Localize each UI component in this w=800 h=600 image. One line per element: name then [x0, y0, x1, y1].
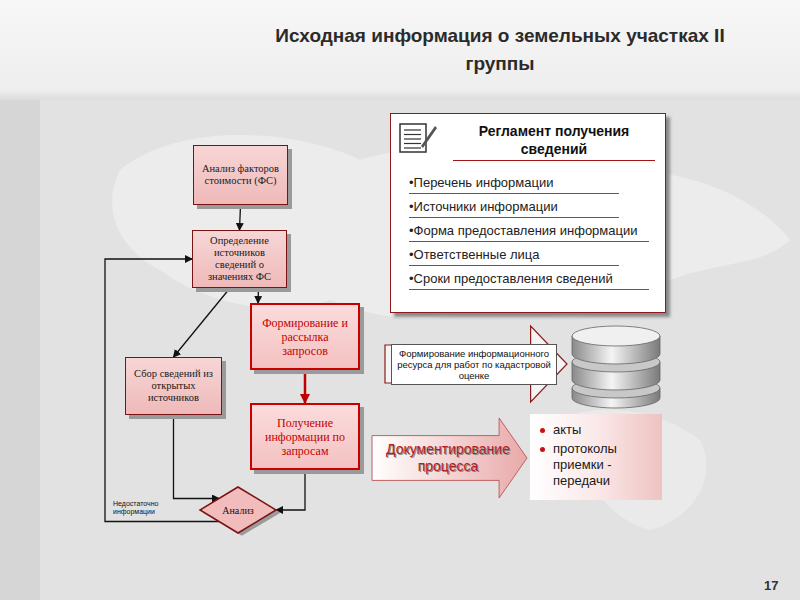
box-label: Сбор сведений из открытых источников	[131, 368, 216, 404]
database-cylinder	[572, 326, 660, 408]
process-box: Анализ факторов стоимости (ФС)	[193, 145, 288, 205]
bullet-dot	[540, 428, 545, 433]
regulation-panel: Регламент получения сведений •Перечень ин…	[390, 113, 666, 313]
box-label: Получение информации по запросам	[258, 416, 352, 458]
bullet-item: акты	[553, 422, 581, 438]
connector	[304, 370, 307, 403]
diamond-label: Анализ	[222, 505, 253, 516]
bullet-item: •Перечень информации	[409, 175, 619, 194]
bullet-row: акты	[540, 422, 654, 438]
loop-note: Недостаточно информации	[113, 500, 167, 516]
panel-heading: Регламент получения сведений	[453, 122, 655, 161]
bullet-item: протоколы приемки - передачи	[553, 441, 654, 489]
connector	[257, 288, 259, 303]
arrow-label: Документирование процесса	[378, 441, 518, 475]
decision-diamond: Анализ	[200, 487, 276, 533]
block-arrow: Документирование процесса	[372, 418, 527, 498]
block-arrow: Формирование информационного ресурса для…	[385, 326, 567, 402]
bullet-dot	[540, 447, 545, 452]
connector	[174, 288, 231, 357]
box-label: Определение источников сведений о значен…	[198, 235, 281, 283]
bullet-item: •Источники информации	[409, 199, 619, 218]
box-text: Анализ факторов стоимости (ФС)	[199, 163, 282, 187]
box-text: Сбор сведений из открытых источников	[131, 368, 216, 404]
connector	[174, 415, 220, 499]
process-box: Сбор сведений из открытых источников	[125, 357, 222, 415]
process-box: Определение источников сведений о значен…	[192, 230, 287, 288]
bullet-item: •Форма предоставления информации	[409, 223, 649, 242]
connector	[276, 470, 305, 510]
request-box: Формирование и рассылка запросов	[250, 303, 360, 370]
slide-title: Исходная информация о земельных участках…	[250, 22, 750, 78]
box-text: Формирование и рассылка запросов	[258, 316, 352, 358]
box-label: Анализ факторов стоимости (ФС)	[199, 163, 282, 187]
box-label: Формирование и рассылка запросов	[258, 316, 352, 358]
bullet-item: •Сроки предоставления сведений	[409, 271, 649, 290]
arrow-label: Формирование информационного ресурса для…	[391, 344, 557, 385]
bullet-row: протоколы приемки - передачи	[540, 441, 654, 489]
box-text: Получение информации по запросам	[258, 416, 352, 458]
box-text: Определение источников сведений о значен…	[198, 235, 281, 283]
page-number: 17	[764, 578, 790, 593]
request-box: Получение информации по запросам	[250, 403, 360, 470]
bullet-item: •Ответственные лица	[409, 247, 619, 266]
document-list: акты протоколы приемки - передачи	[530, 414, 662, 500]
notepad-icon	[399, 122, 437, 154]
connector	[240, 205, 241, 230]
